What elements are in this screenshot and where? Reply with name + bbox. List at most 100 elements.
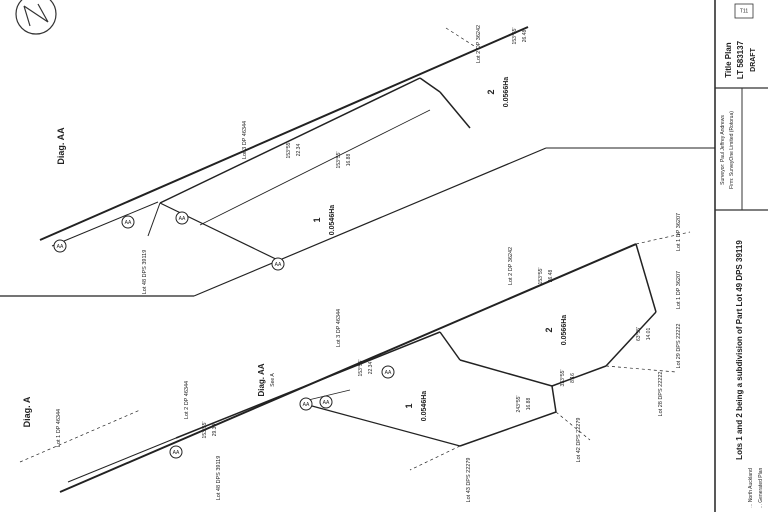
inset-lot-divide bbox=[199, 109, 431, 226]
inset-distance-3: 26.48 bbox=[522, 30, 528, 43]
main-lot2-number: 2 bbox=[544, 327, 554, 332]
inset-lot2-side bbox=[439, 91, 471, 129]
bearing-label-6: 63°55' bbox=[636, 327, 642, 341]
inset-diagram-label: Diag. AA bbox=[56, 127, 66, 165]
main-dashed-1 bbox=[19, 409, 141, 463]
marker-label: AA bbox=[275, 262, 282, 268]
firm-name: Firm: SurveyOne Limited (Rotorua) bbox=[729, 111, 735, 189]
bearing-label-2: 153°55' bbox=[358, 360, 364, 377]
main-lot-divide-1 bbox=[459, 359, 553, 387]
inset-bearing-3: 153°55' bbox=[512, 28, 518, 45]
inset-reference-sub: See A bbox=[270, 373, 276, 387]
inset-lot-top bbox=[159, 77, 421, 204]
land-district: ... North Auckland bbox=[748, 468, 754, 508]
inset-aa-marker-2: AA bbox=[121, 215, 135, 229]
bearing-label-4: 243°55' bbox=[516, 396, 522, 413]
inset-aa-marker-3: AA bbox=[175, 211, 189, 225]
main-aa-marker-1: AA bbox=[169, 445, 183, 459]
inset-adjoining-lot3: Lot 3 DP 46344 bbox=[242, 121, 248, 159]
main-road-offset bbox=[67, 437, 177, 483]
adjoining-lot48: Lot 48 DPS 39119 bbox=[216, 456, 222, 501]
main-diagram-label: Diag. A bbox=[22, 396, 32, 427]
main-lot2-notch bbox=[439, 331, 461, 361]
adjoining-lot3: Lot 3 DP 46344 bbox=[336, 309, 342, 347]
main-lot1-number: 1 bbox=[404, 403, 414, 408]
main-aa-marker-4: AA bbox=[381, 365, 395, 379]
adjoining-lot42: Lot 42 DPS 22279 bbox=[576, 418, 582, 463]
inset-lot1-number: 1 bbox=[312, 217, 322, 222]
main-lot2-end bbox=[635, 243, 657, 313]
marker-label: AA bbox=[125, 220, 132, 226]
inset-adjoining-lot48: Lot 48 DPS 39119 bbox=[142, 250, 148, 295]
marker-label: AA bbox=[173, 450, 180, 456]
marker-label: AA bbox=[179, 216, 186, 222]
inset-bearing-2: 153°55' bbox=[336, 152, 342, 169]
distance-label-6: 14.01 bbox=[646, 328, 652, 341]
inset-frame-diagonal bbox=[193, 147, 547, 297]
surveyor-name: Surveyor: Paul Jeffrey Andrews bbox=[720, 115, 726, 185]
adjoining-lot2-36207: Lot 1 DP 36207 bbox=[676, 213, 682, 251]
sheet-ref: T11 bbox=[740, 8, 748, 14]
inset-lot2-area: 0.0566Ha bbox=[503, 77, 510, 107]
sheet-ref-box bbox=[734, 3, 754, 19]
plan-status: DRAFT bbox=[750, 47, 757, 71]
distance-label-2: 22.34 bbox=[368, 362, 374, 375]
inset-lot2-number: 2 bbox=[486, 89, 496, 94]
main-lot-divide-2 bbox=[551, 385, 557, 413]
marker-label: AA bbox=[323, 400, 330, 406]
distance-label-5: 8.16 bbox=[570, 373, 576, 383]
inset-aa-marker-1: AA bbox=[53, 239, 67, 253]
inset-road-offset bbox=[51, 201, 159, 247]
distance-label-3: 26.48 bbox=[548, 270, 554, 283]
main-lot1-bottom bbox=[459, 411, 557, 447]
distance-label-1: 29.30 bbox=[212, 424, 218, 437]
adjoining-lot2-46344: Lot 2 DP 46344 bbox=[184, 381, 190, 419]
adjoining-lot43: Lot 43 DPS 22279 bbox=[466, 458, 472, 503]
inset-reference-label: Diag. AA bbox=[257, 363, 266, 396]
plan-description: Lots 1 and 2 being a subdivision of Part… bbox=[735, 240, 744, 460]
inset-distance-2: 16.88 bbox=[346, 154, 352, 167]
adjoining-lot1-36207: Lot 1 DP 36207 bbox=[676, 271, 682, 309]
generated-note: ... Generated Plan bbox=[758, 467, 764, 508]
main-lot2-area: 0.0566Ha bbox=[561, 315, 568, 345]
inset-dashed-line bbox=[445, 27, 475, 47]
main-road-boundary bbox=[59, 243, 637, 493]
plan-title: Title Plan bbox=[724, 42, 733, 78]
inset-adjoining-lot2: Lot 2 DP 36242 bbox=[476, 25, 482, 63]
marker-label: AA bbox=[303, 402, 310, 408]
inset-lot1-area: 0.0546Ha bbox=[329, 205, 336, 235]
main-dashed-3 bbox=[605, 365, 677, 373]
main-diagram bbox=[19, 231, 691, 493]
adjoining-lot29: Lot 29 DPS 22222 bbox=[676, 324, 682, 369]
inset-lot-corner bbox=[419, 77, 441, 93]
bearing-label-1: 153°55' bbox=[202, 422, 208, 439]
main-dashed-5 bbox=[555, 411, 591, 441]
marker-label: AA bbox=[57, 244, 64, 250]
title-block bbox=[715, 3, 768, 211]
inset-bearing: 153°55' bbox=[286, 142, 292, 159]
inset-distance: 22.34 bbox=[296, 144, 302, 157]
main-lot-top bbox=[175, 331, 441, 439]
adjoining-lot28: Lot 28 DPS 22222 bbox=[658, 372, 664, 417]
main-aa-marker-2: AA bbox=[299, 397, 313, 411]
distance-label-4: 16.88 bbox=[526, 398, 532, 411]
adjoining-lot2-36242: Lot 2 DP 36242 bbox=[508, 247, 514, 285]
main-lot2-side bbox=[605, 311, 657, 367]
bearing-label-3: 153°55' bbox=[538, 268, 544, 285]
inset-aa-marker-4: AA bbox=[271, 257, 285, 271]
inset-lot-end bbox=[159, 202, 285, 264]
inset-road-boundary bbox=[39, 26, 529, 241]
main-lot1-area: 0.0546Ha bbox=[421, 391, 428, 421]
adjoining-lot1-46344: Lot 1 DP 46344 bbox=[56, 409, 62, 447]
plan-number: LT 583137 bbox=[736, 40, 745, 79]
main-dashed-2 bbox=[409, 445, 461, 471]
main-lot2-bottom bbox=[551, 365, 607, 387]
marker-label: AA bbox=[385, 370, 392, 376]
inset-diagram bbox=[0, 0, 716, 512]
main-aa-marker-3: AA bbox=[319, 395, 333, 409]
bearing-label-5: 333°55' bbox=[560, 370, 566, 387]
north-arrow-icon bbox=[15, 0, 57, 35]
main-lot1-end bbox=[311, 405, 461, 447]
